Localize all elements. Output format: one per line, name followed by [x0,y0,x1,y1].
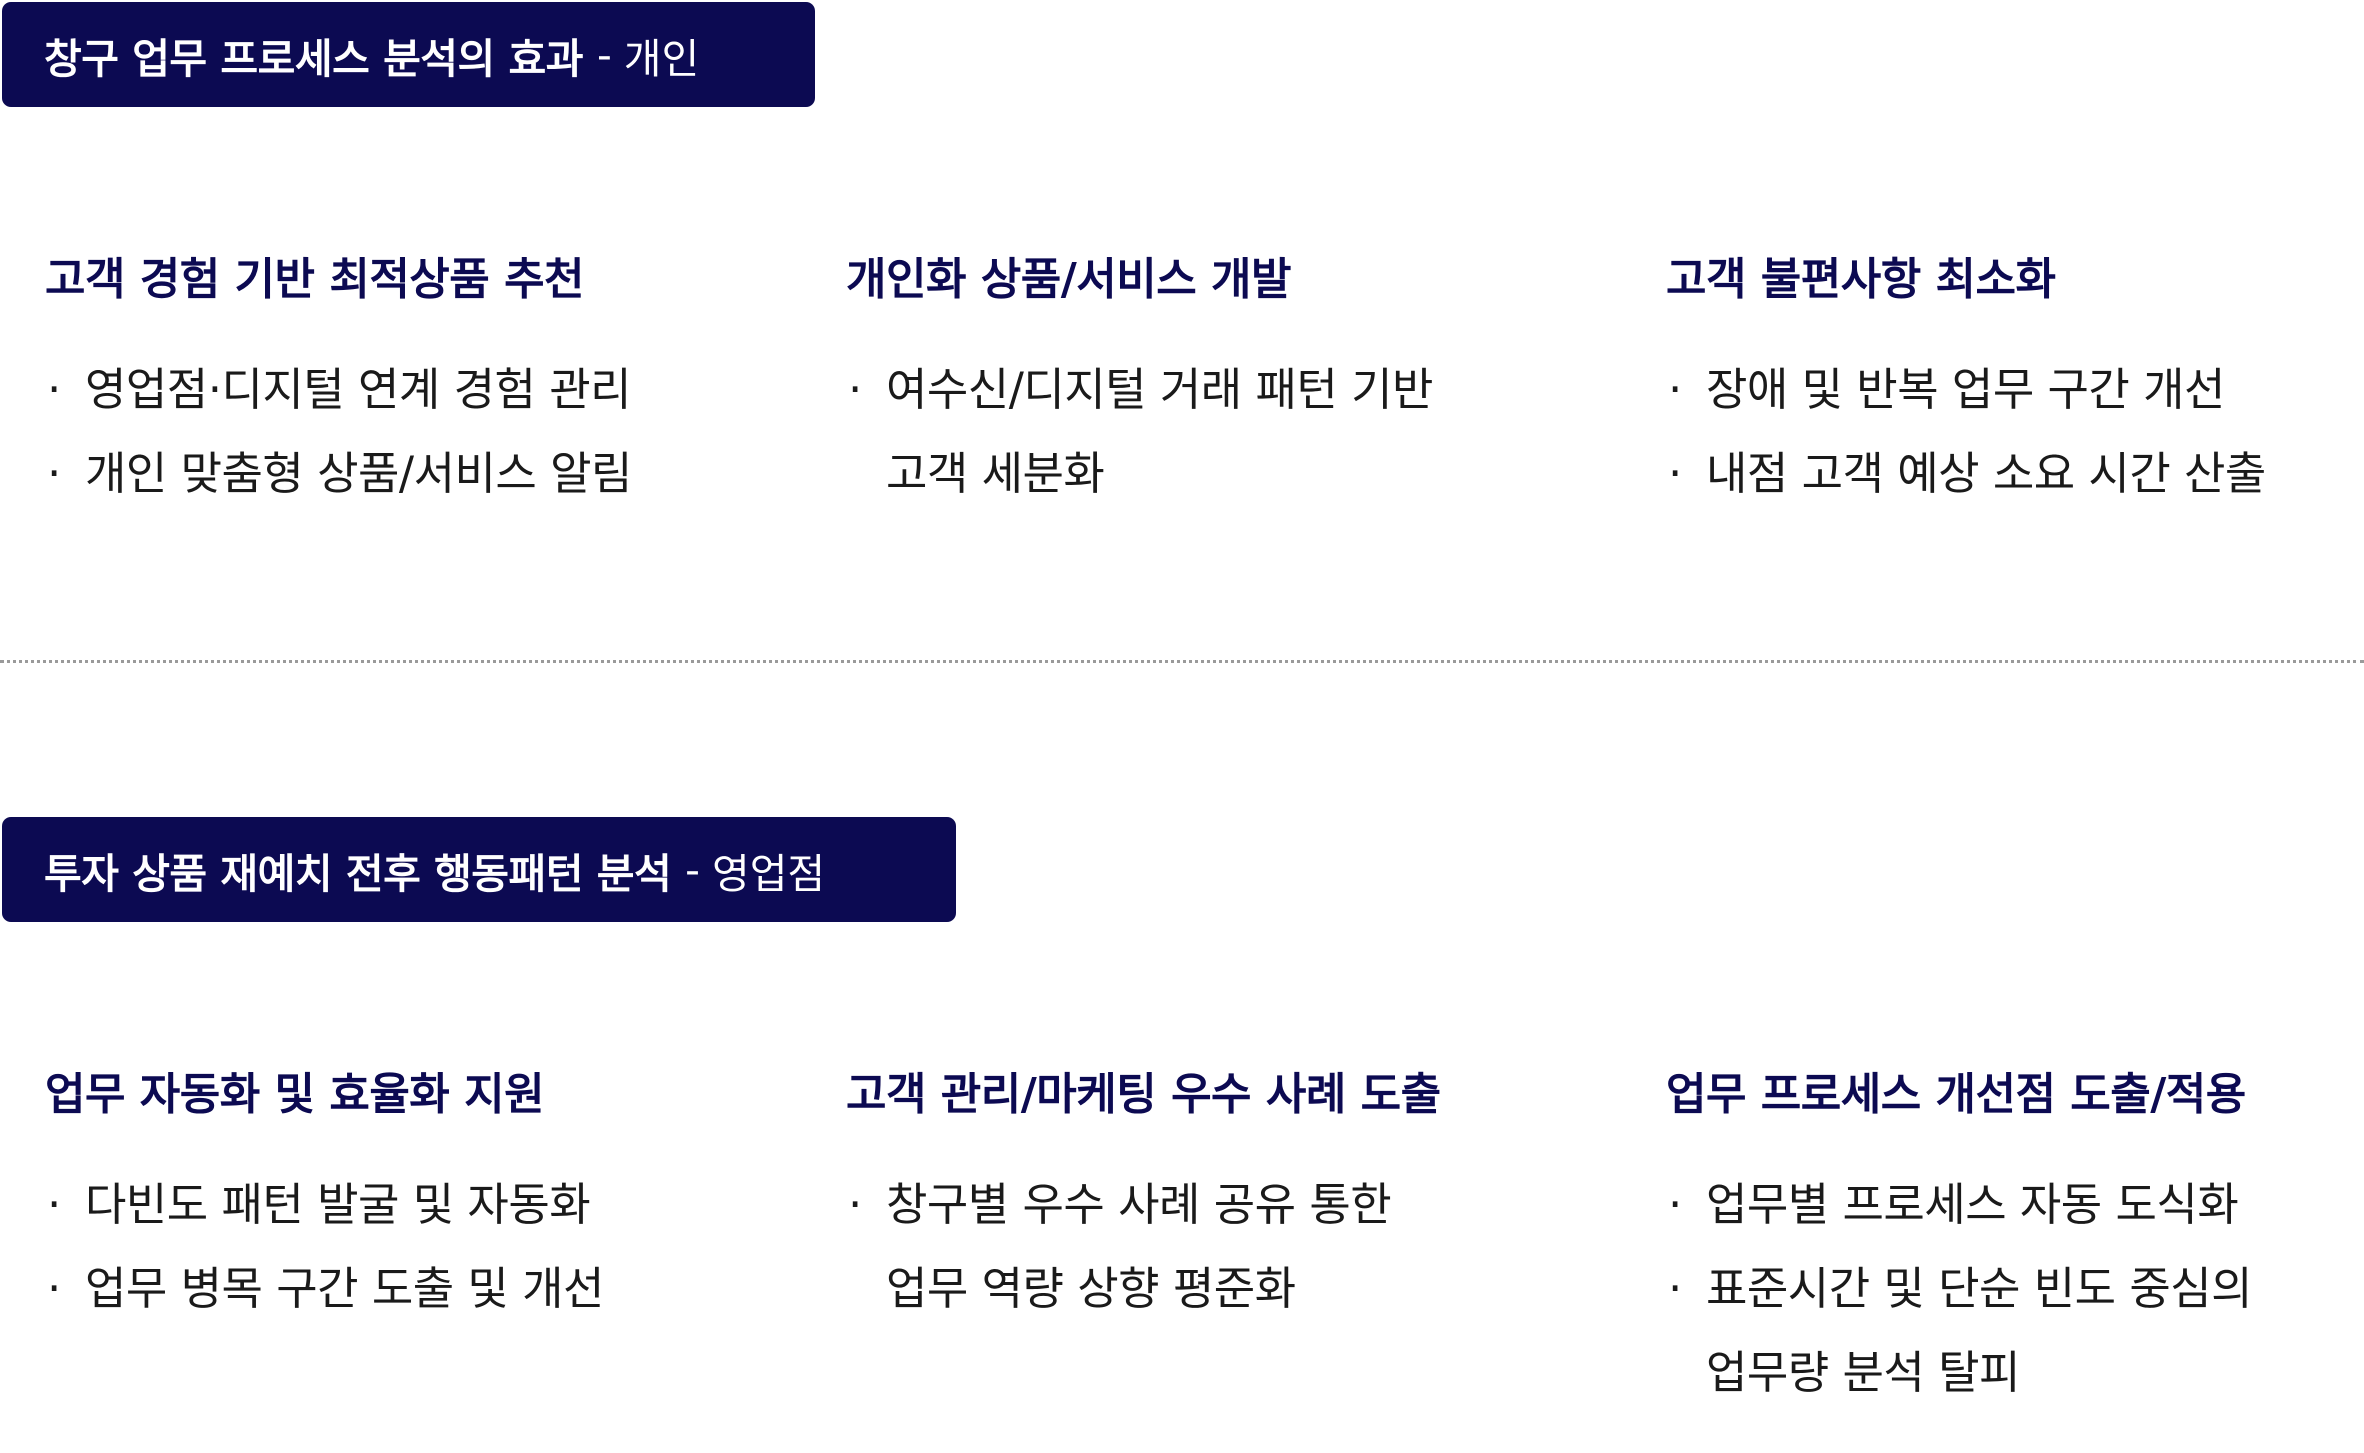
bullet-text: 개인 맞춤형 상품/서비스 알림 [85,447,632,500]
bullet-item: · 업무 병목 구간 도출 및 개선 [45,1247,825,1331]
effect-column: 고객 관리/마케팅 우수 사례 도출 · 창구별 우수 사례 공유 통한 업무 … [846,1065,1626,1331]
effect-columns: 업무 자동화 및 효율화 지원 · 다빈도 패턴 발굴 및 자동화 · 업무 병… [0,1065,2364,1425]
bullet-dot-icon: · [1668,1262,1682,1315]
bullet-list: · 장애 및 반복 업무 구간 개선 · 내점 고객 예상 소요 시간 산출 [1666,348,2356,516]
bullet-list: · 창구별 우수 사례 공유 통한 업무 역량 상향 평준화 [846,1163,1626,1331]
bullet-item: · 장애 및 반복 업무 구간 개선 [1666,348,2356,432]
bullet-list: · 다빈도 패턴 발굴 및 자동화 · 업무 병목 구간 도출 및 개선 [45,1163,825,1331]
column-heading: 고객 불편사항 최소화 [1666,254,2056,305]
bullet-text: 내점 고객 예상 소요 시간 산출 [1706,447,2266,500]
bullet-text-continuation: 업무량 분석 탈피 [1706,1346,2020,1399]
bullet-dot-icon: · [47,447,61,500]
bullet-list: · 업무별 프로세스 자동 도식화 · 표준시간 및 단순 빈도 중심의 업무량… [1666,1163,2356,1415]
effect-column: 고객 경험 기반 최적상품 추천 · 영업점·디지털 연계 경험 관리 · 개인… [45,250,825,516]
bullet-text: 창구별 우수 사례 공유 통한 [886,1178,1392,1231]
column-heading: 업무 프로세스 개선점 도출/적용 [1666,1069,2246,1120]
bullet-dot-icon: · [47,363,61,416]
bullet-item: · 영업점·디지털 연계 경험 관리 [45,348,825,432]
bullet-item: · 업무별 프로세스 자동 도식화 [1666,1163,2356,1247]
section-title-separator: - [596,30,612,79]
effect-column: 업무 프로세스 개선점 도출/적용 · 업무별 프로세스 자동 도식화 · 표준… [1666,1065,2356,1415]
bullet-text: 다빈도 패턴 발굴 및 자동화 [85,1178,591,1231]
effect-column: 개인화 상품/서비스 개발 · 여수신/디지털 거래 패턴 기반 고객 세분화 [846,250,1626,516]
bullet-list: · 영업점·디지털 연계 경험 관리 · 개인 맞춤형 상품/서비스 알림 [45,348,825,516]
bullet-text: 장애 및 반복 업무 구간 개선 [1706,363,2225,416]
section-scope: 개인 [623,34,700,83]
section-divider [0,660,2364,663]
bullet-text-continuation: 업무 역량 상향 평준화 [886,1262,1296,1315]
effect-column: 업무 자동화 및 효율화 지원 · 다빈도 패턴 발굴 및 자동화 · 업무 병… [45,1065,825,1331]
effect-columns: 고객 경험 기반 최적상품 추천 · 영업점·디지털 연계 경험 관리 · 개인… [0,250,2364,610]
bullet-list: · 여수신/디지털 거래 패턴 기반 고객 세분화 [846,348,1626,516]
bullet-text-continuation: 고객 세분화 [886,447,1105,500]
section-title-separator: - [685,845,700,894]
bullet-dot-icon: · [47,1262,61,1315]
column-heading: 고객 경험 기반 최적상품 추천 [45,254,585,305]
bullet-text: 업무별 프로세스 자동 도식화 [1706,1178,2239,1231]
bullet-dot-icon: · [1668,363,1682,416]
bullet-item: · 표준시간 및 단순 빈도 중심의 업무량 분석 탈피 [1666,1247,2356,1415]
section-header-badge: 창구 업무 프로세스 분석의 효과 - 개인 [2,2,815,107]
section-title: 투자 상품 재예치 전후 행동패턴 분석 [44,849,672,898]
bullet-text: 영업점·디지털 연계 경험 관리 [85,363,632,416]
bullet-item: · 내점 고객 예상 소요 시간 산출 [1666,432,2356,516]
bullet-item: · 여수신/디지털 거래 패턴 기반 고객 세분화 [846,348,1626,516]
column-heading: 업무 자동화 및 효율화 지원 [45,1069,545,1120]
bullet-dot-icon: · [1668,1178,1682,1231]
effect-column: 고객 불편사항 최소화 · 장애 및 반복 업무 구간 개선 · 내점 고객 예… [1666,250,2356,516]
column-heading: 개인화 상품/서비스 개발 [846,254,1292,305]
bullet-dot-icon: · [47,1178,61,1231]
bullet-text: 여수신/디지털 거래 패턴 기반 [886,363,1433,416]
bullet-dot-icon: · [1668,447,1682,500]
section-title: 창구 업무 프로세스 분석의 효과 [44,34,583,83]
section-header-badge: 투자 상품 재예치 전후 행동패턴 분석 - 영업점 [2,817,956,922]
bullet-item: · 개인 맞춤형 상품/서비스 알림 [45,432,825,516]
bullet-text: 표준시간 및 단순 빈도 중심의 [1706,1262,2253,1315]
bullet-text: 업무 병목 구간 도출 및 개선 [85,1262,604,1315]
column-heading: 고객 관리/마케팅 우수 사례 도출 [846,1069,1441,1120]
bullet-dot-icon: · [848,1178,862,1231]
bullet-dot-icon: · [848,363,862,416]
bullet-item: · 다빈도 패턴 발굴 및 자동화 [45,1163,825,1247]
section-scope: 영업점 [711,849,826,898]
bullet-item: · 창구별 우수 사례 공유 통한 업무 역량 상향 평준화 [846,1163,1626,1331]
